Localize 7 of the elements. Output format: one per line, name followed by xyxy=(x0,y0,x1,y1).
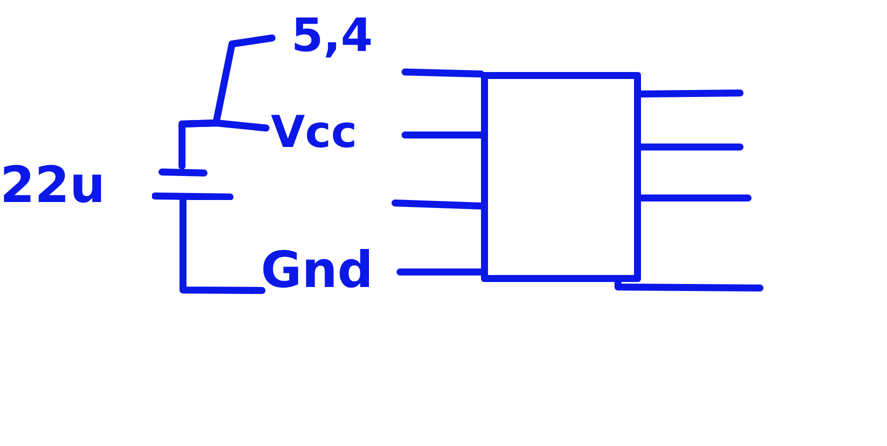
wire xyxy=(178,120,270,170)
net-label: 5,4 xyxy=(291,12,373,58)
value-label: 22u xyxy=(0,160,106,210)
chip-box xyxy=(481,72,641,282)
net-label: Vcc xyxy=(270,111,358,155)
pin-line xyxy=(402,68,484,78)
net-label: Gnd xyxy=(260,245,374,295)
